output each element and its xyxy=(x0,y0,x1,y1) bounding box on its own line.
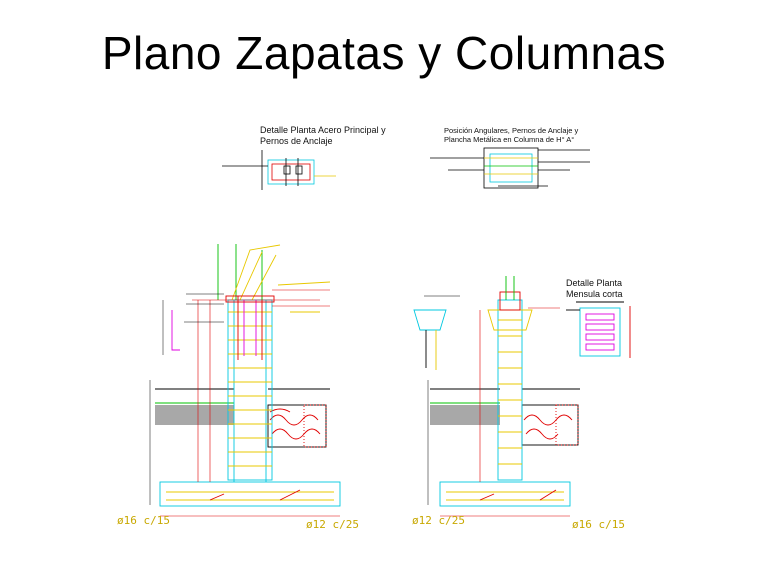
column-elevation-right xyxy=(413,276,580,517)
page-title: Plano Zapatas y Columnas xyxy=(101,27,667,79)
bar-label-right-b: ø16 c/15 xyxy=(572,518,625,531)
bar-label-left-b: ø12 c/25 xyxy=(306,518,359,531)
plan-detail-left xyxy=(222,150,336,190)
bar-label-left-a: ø16 c/15 xyxy=(117,514,170,527)
detail-top-left-label: Detalle Planta Acero Principal y Pernos … xyxy=(260,125,386,147)
bar-label-right-a: ø12 c/25 xyxy=(412,514,465,527)
detail-top-left-line1: Detalle Planta Acero Principal y xyxy=(260,125,386,135)
detail-top-right-label: Posición Angulares, Pernos de Anclaje y … xyxy=(444,126,578,144)
mensula-plan xyxy=(566,301,631,358)
detail-top-right-line1: Posición Angulares, Pernos de Anclaje y xyxy=(444,126,579,135)
detail-mensula-line2: Mensula corta xyxy=(566,289,623,299)
detail-top-left-line2: Pernos de Anclaje xyxy=(260,136,333,146)
detail-mensula-label: Detalle Planta Mensula corta xyxy=(566,278,623,300)
detail-top-right-line2: Plancha Metálica en Columna de H° A° xyxy=(444,135,575,144)
plan-detail-right xyxy=(430,147,590,189)
column-elevation-left xyxy=(149,244,341,517)
detail-mensula-line1: Detalle Planta xyxy=(566,278,623,288)
